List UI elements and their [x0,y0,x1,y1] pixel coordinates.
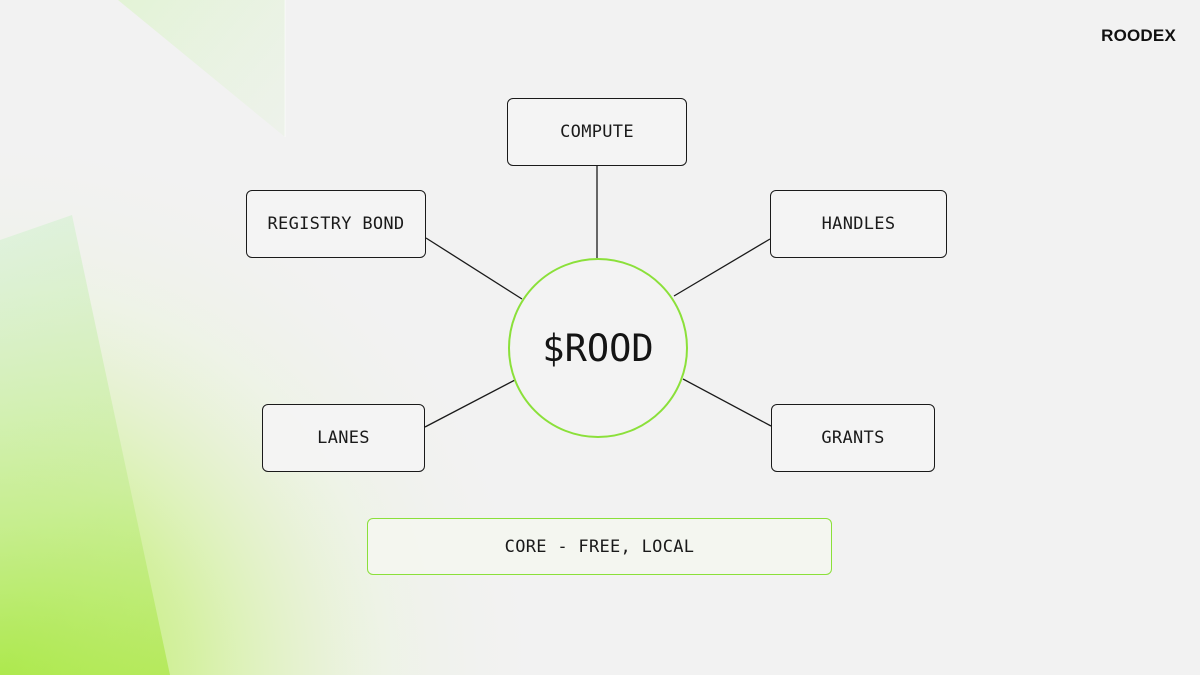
footer-core-box: CORE - FREE, LOCAL [367,518,832,575]
connector-lanes [424,379,516,428]
node-handles: HANDLES [770,190,947,258]
hub-label: $ROOD [542,326,654,370]
hub-circle: $ROOD [508,258,688,438]
connector-grants [682,378,772,427]
node-compute: COMPUTE [507,98,687,166]
connector-registry-bond [425,237,523,300]
connector-handles [673,238,771,297]
brand-logo: ROODEX [1101,26,1176,45]
node-lanes: LANES [262,404,425,472]
node-registry-bond: REGISTRY BOND [246,190,426,258]
node-grants: GRANTS [771,404,935,472]
